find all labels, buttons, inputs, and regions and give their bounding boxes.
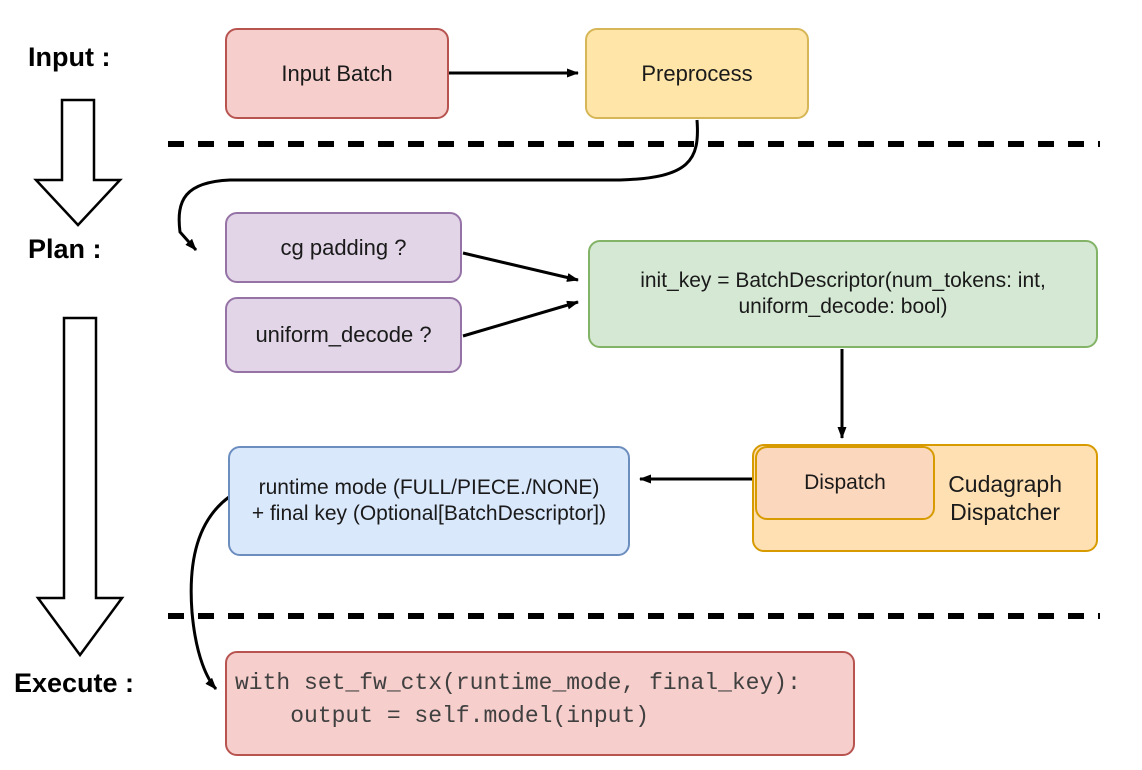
node-preprocess-label: Preprocess [641, 60, 753, 86]
node-uniform-decode-label: uniform_decode ? [255, 322, 432, 348]
node-init-key[interactable]: init_key = BatchDescriptor(num_tokens: i… [588, 240, 1098, 348]
node-code-block[interactable]: with set_fw_ctx(runtime_mode, final_key)… [225, 651, 855, 756]
arrow-uniform-decode-to-init-key [462, 300, 579, 338]
node-dispatch[interactable]: Dispatch [755, 446, 935, 520]
node-dispatch-label: Dispatch [804, 470, 886, 494]
stage-label-input: Input : [28, 42, 111, 72]
plan-to-execute-block-arrow [35, 316, 125, 658]
node-cudagraph-dispatcher-line1: Cudagraph [948, 470, 1062, 497]
node-runtime-mode-text: runtime mode (FULL/PIECE./NONE) + final … [252, 475, 606, 526]
node-preprocess[interactable]: Preprocess [585, 28, 809, 119]
code-line-2: output = self.model(input) [235, 703, 650, 730]
node-init-key-text: init_key = BatchDescriptor(num_tokens: i… [640, 268, 1046, 319]
node-runtime-mode[interactable]: runtime mode (FULL/PIECE./NONE) + final … [228, 446, 630, 556]
input-to-plan-block-arrow [33, 98, 123, 227]
stage-label-plan: Plan : [28, 234, 102, 264]
node-uniform-decode[interactable]: uniform_decode ? [225, 297, 462, 373]
node-cudagraph-dispatcher-line2: Dispatcher [950, 499, 1061, 525]
arrow-cg-padding-to-init-key [462, 251, 579, 282]
arrow-runtime-mode-to-code-block [189, 495, 230, 690]
stage-label-execute: Execute : [14, 668, 135, 698]
node-runtime-mode-line2: + final key (Optional[BatchDescriptor]) [251, 502, 607, 525]
node-input-batch[interactable]: Input Batch [225, 28, 449, 119]
node-init-key-line2: uniform_decode: bool) [738, 295, 948, 318]
node-input-batch-label: Input Batch [281, 60, 393, 86]
node-init-key-line1: init_key = BatchDescriptor(num_tokens: i… [640, 269, 1046, 293]
node-cudagraph-dispatcher-text: Cudagraph Dispatcher [948, 470, 1062, 526]
code-line-1: with set_fw_ctx(runtime_mode, final_key)… [235, 670, 801, 696]
node-cg-padding-label: cg padding ? [280, 234, 407, 260]
node-cg-padding[interactable]: cg padding ? [225, 212, 462, 283]
node-runtime-mode-line1: runtime mode (FULL/PIECE./NONE) [258, 476, 600, 500]
